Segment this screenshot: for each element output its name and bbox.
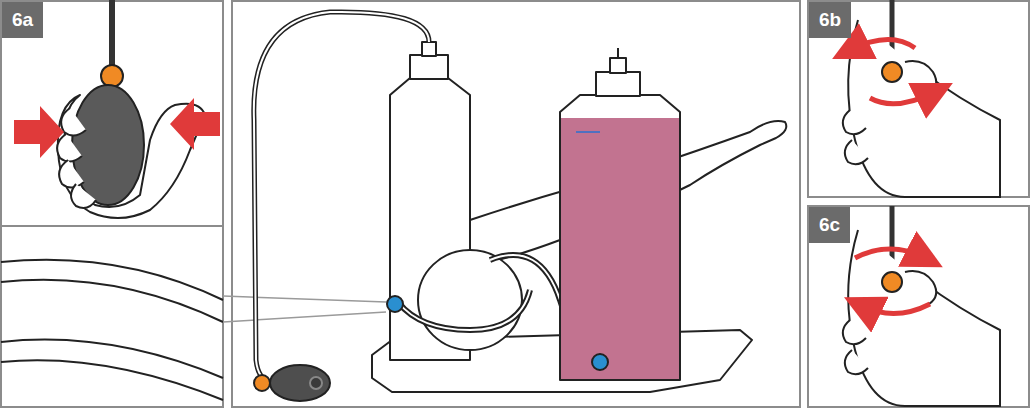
- valve-hand: [843, 206, 1000, 406]
- step-label: 6b: [809, 2, 851, 38]
- squeeze-hand: [57, 0, 205, 218]
- turn-arrow: [855, 249, 925, 258]
- press-arrow: [14, 106, 64, 158]
- press-arrow: [170, 98, 220, 150]
- setup-scene: [254, 12, 787, 401]
- step-label: 6a: [2, 2, 43, 38]
- turn-arrow: [850, 39, 915, 50]
- turn-arrow: [870, 92, 935, 104]
- tube-zoom: [1, 260, 223, 400]
- step-label: 6c: [809, 207, 850, 243]
- valve-hand: [843, 0, 1000, 197]
- turn-arrow: [862, 304, 930, 314]
- zoom-leader: [223, 296, 386, 322]
